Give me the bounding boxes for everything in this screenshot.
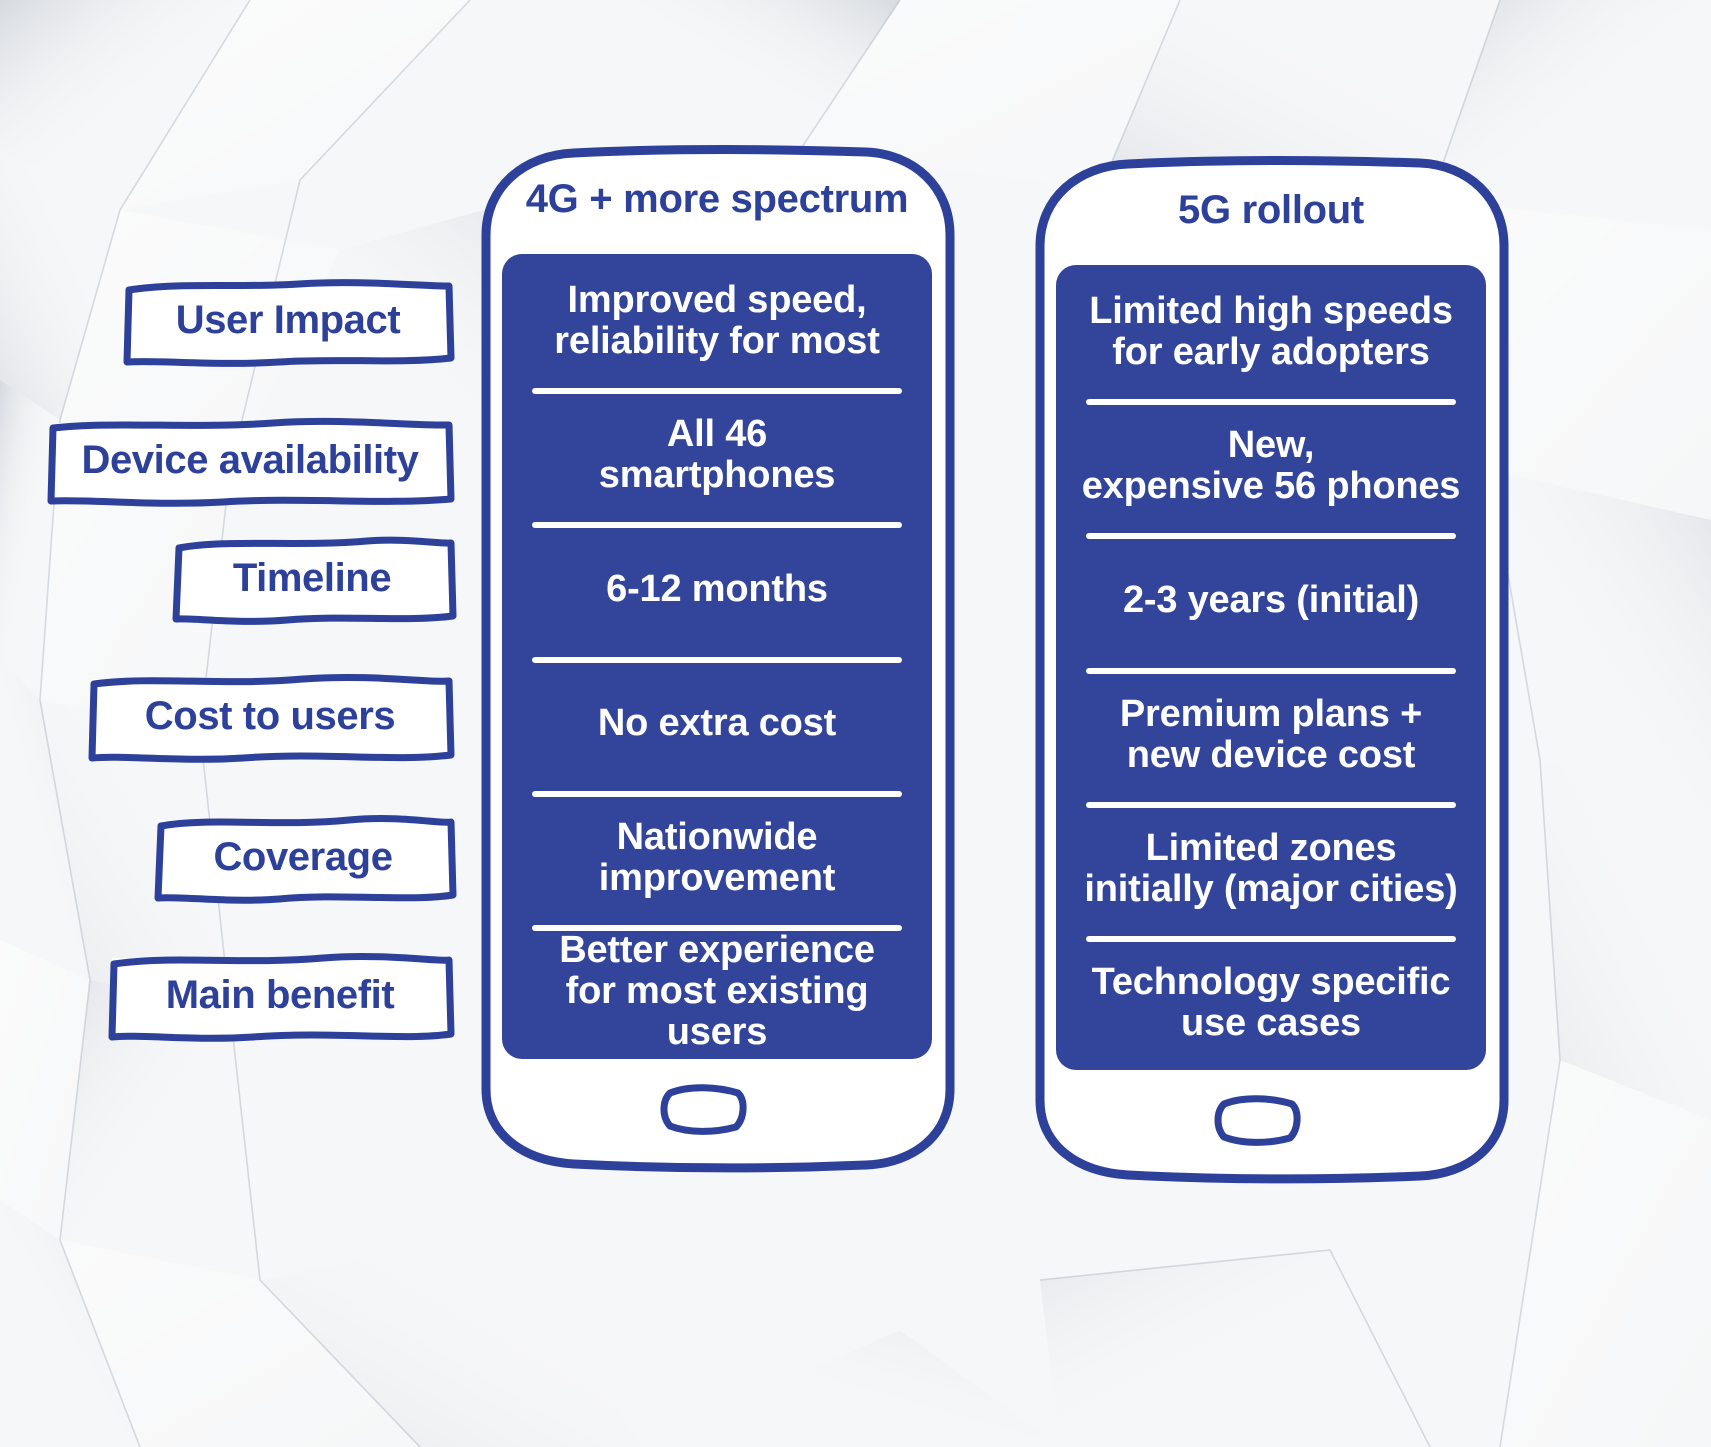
phone-screen-4g: Improved speed, reliability for most All…: [502, 254, 932, 1059]
phone-device-4g: 4G + more spectrum Improved speed, relia…: [474, 143, 960, 1173]
row-label-text: Coverage: [213, 835, 393, 879]
screen-row-user-impact: Improved speed, reliability for most: [554, 279, 880, 363]
screen-row-main-benefit: Better experience for most existing user…: [502, 924, 932, 1059]
phone-device-5g: 5G rollout Limited high speeds for early…: [1028, 154, 1514, 1184]
row-label-device-availability[interactable]: Device availability: [47, 417, 455, 507]
screen-row-main-benefit: Technology specific use cases: [1056, 935, 1486, 1070]
phone-title-5g: 5G rollout: [1178, 188, 1364, 232]
phone-title-4g: 4G + more spectrum: [525, 177, 909, 221]
screen-row-coverage: Limited zones initially (major cities): [1056, 801, 1486, 936]
row-label-user-impact[interactable]: User Impact: [123, 279, 455, 367]
row-label-main-benefit[interactable]: Main benefit: [108, 952, 455, 1042]
row-label-text: Timeline: [232, 556, 392, 600]
screen-row-device-availability: All 46 smartphones: [502, 388, 932, 522]
home-button-icon[interactable]: [1210, 1092, 1306, 1148]
row-label-text: User Impact: [175, 298, 401, 342]
screen-row-cost-to-users: Premium plans + new device cost: [1056, 667, 1486, 802]
home-button-icon[interactable]: [656, 1081, 752, 1137]
screen-row-timeline: 6-12 months: [502, 522, 932, 656]
row-label-text: Device availability: [81, 438, 419, 482]
phone-screen-5g: Limited high speeds for early adopters N…: [1056, 265, 1486, 1070]
screen-row-cost-to-users: No extra cost: [502, 656, 932, 791]
screen-row-device-availability: New, expensive 56 phones: [1056, 399, 1486, 533]
screen-row-timeline: 2-3 years (initial): [1056, 533, 1486, 667]
screen-row-coverage: Nationwide improvement: [502, 790, 932, 925]
screen-row-user-impact: Limited high speeds for early adopters: [1089, 290, 1453, 374]
row-label-timeline[interactable]: Timeline: [172, 536, 457, 625]
row-label-text: Main benefit: [165, 973, 395, 1017]
row-label-text: Cost to users: [144, 694, 396, 738]
row-label-cost-to-users[interactable]: Cost to users: [88, 673, 455, 763]
row-label-coverage[interactable]: Coverage: [154, 815, 457, 904]
